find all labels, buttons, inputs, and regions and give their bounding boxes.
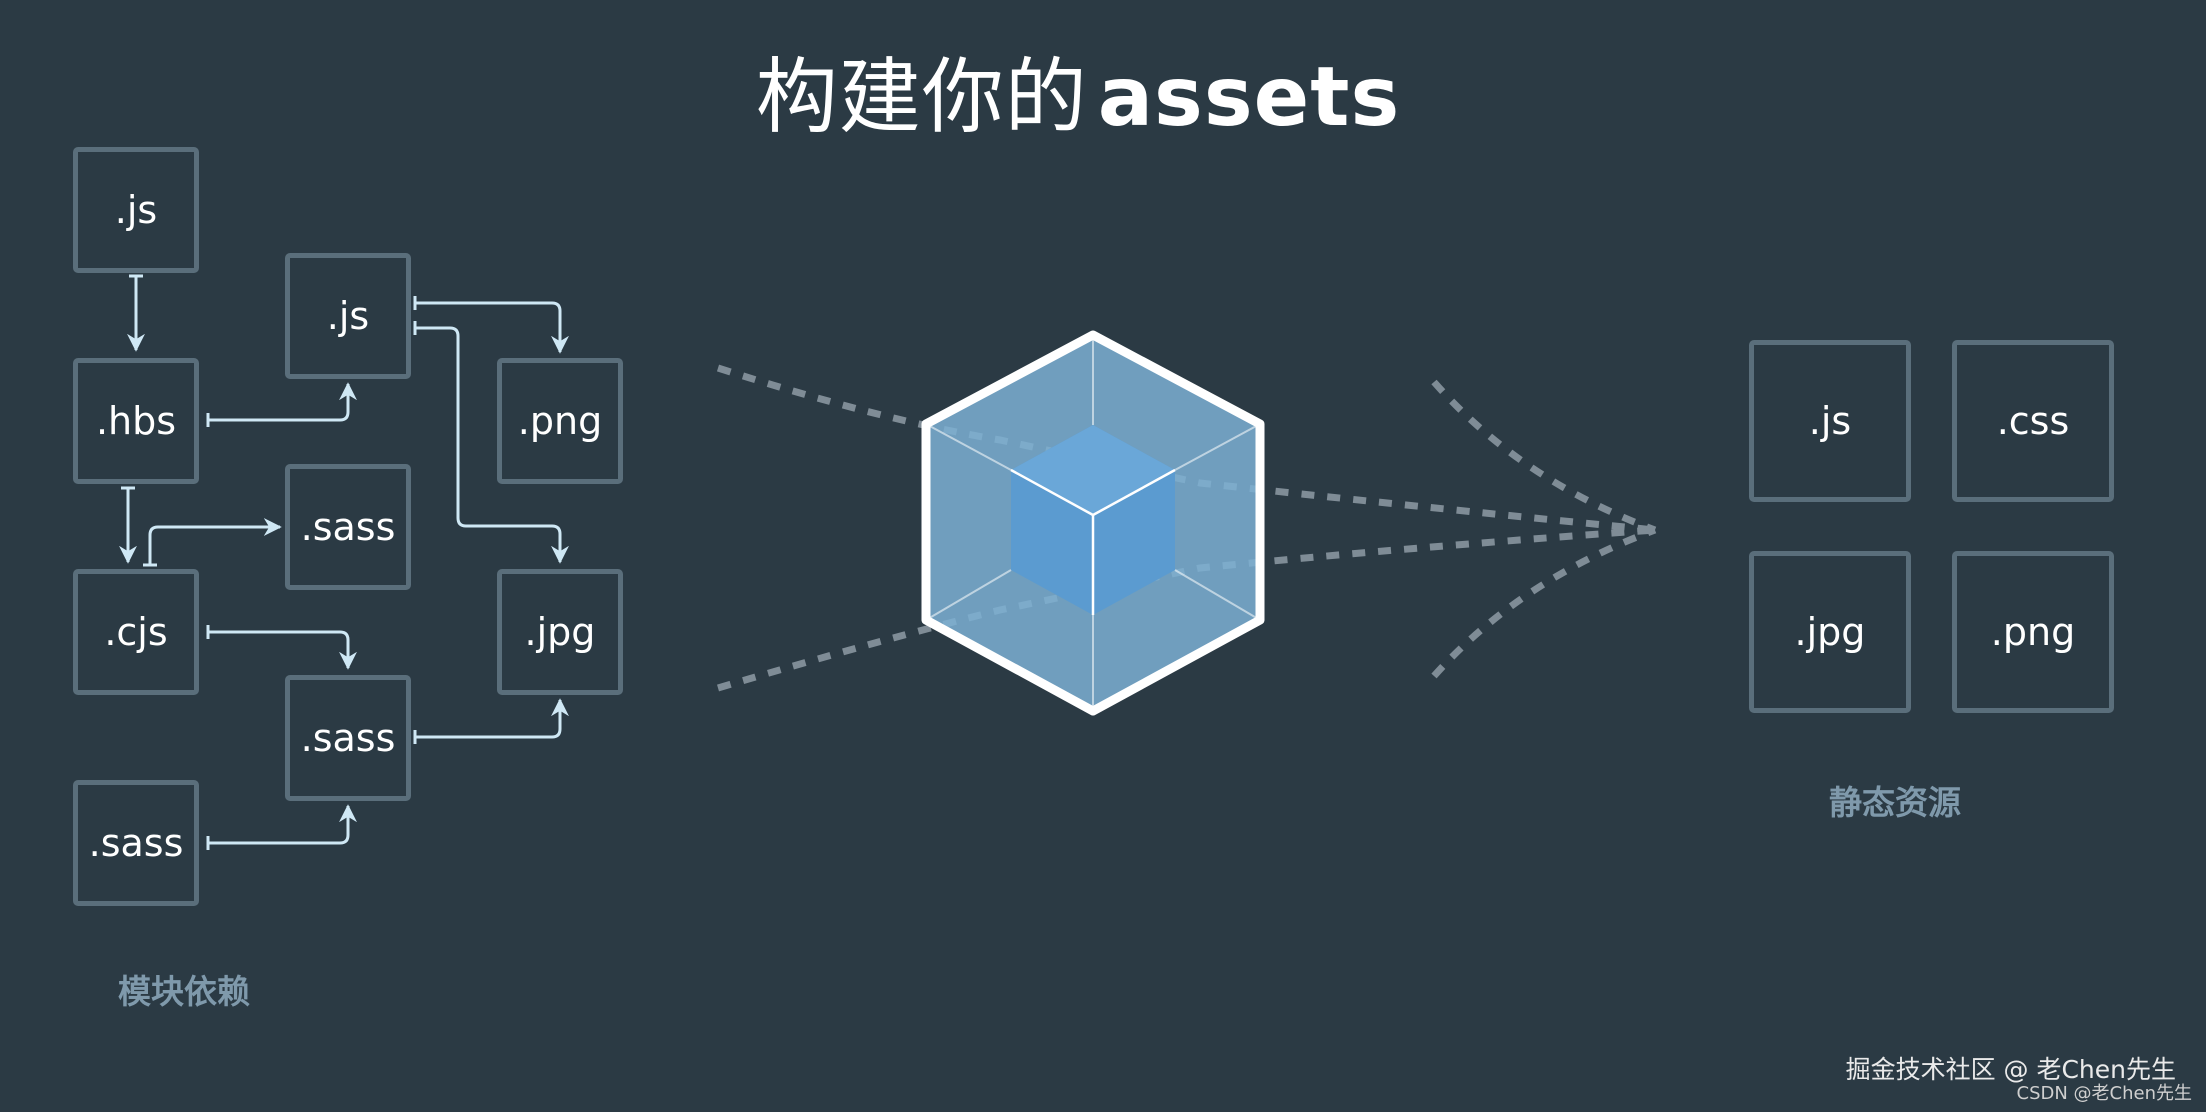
arrow-sass-to-jpg <box>415 698 569 739</box>
arrow-js-to-jpg <box>415 326 569 564</box>
webpack-cube-icon <box>921 330 1265 716</box>
module-cjs: .cjs <box>73 569 199 695</box>
footer-watermark-juejin: 掘金技术社区 @ 老Chen先生 <box>1845 1055 2176 1084</box>
module-sass-top: .sass <box>285 464 411 590</box>
flow-out-top <box>1431 379 1657 534</box>
output-jpg: .jpg <box>1749 551 1911 713</box>
module-js-entry: .js <box>73 147 199 273</box>
modules-caption: 模块依赖 <box>118 972 250 1011</box>
arrow-sass-to-sass <box>208 804 357 845</box>
module-sass-bottom: .sass <box>73 780 199 906</box>
arrow-cjs-to-sass <box>148 518 282 565</box>
module-jpg: .jpg <box>497 569 623 695</box>
output-js: .js <box>1749 340 1911 502</box>
output-css: .css <box>1952 340 2114 502</box>
module-js-2: .js <box>285 253 411 379</box>
module-sass-mid: .sass <box>285 675 411 801</box>
arrow-cjs-to-sass-mid <box>208 630 357 670</box>
dependency-arrows <box>119 274 569 850</box>
module-png: .png <box>497 358 623 484</box>
arrow-js-to-png <box>415 301 569 354</box>
outputs-caption: 静态资源 <box>1829 783 1961 822</box>
title-english: assets <box>1097 50 1401 145</box>
footer-watermark-csdn: CSDN @老Chen先生 <box>2016 1083 2193 1104</box>
arrow-hbs-to-js <box>208 382 357 422</box>
title-chinese: 构建你的 <box>755 50 1088 145</box>
flow-out-bottom <box>1431 526 1657 679</box>
output-png: .png <box>1952 551 2114 713</box>
module-hbs: .hbs <box>73 358 199 484</box>
